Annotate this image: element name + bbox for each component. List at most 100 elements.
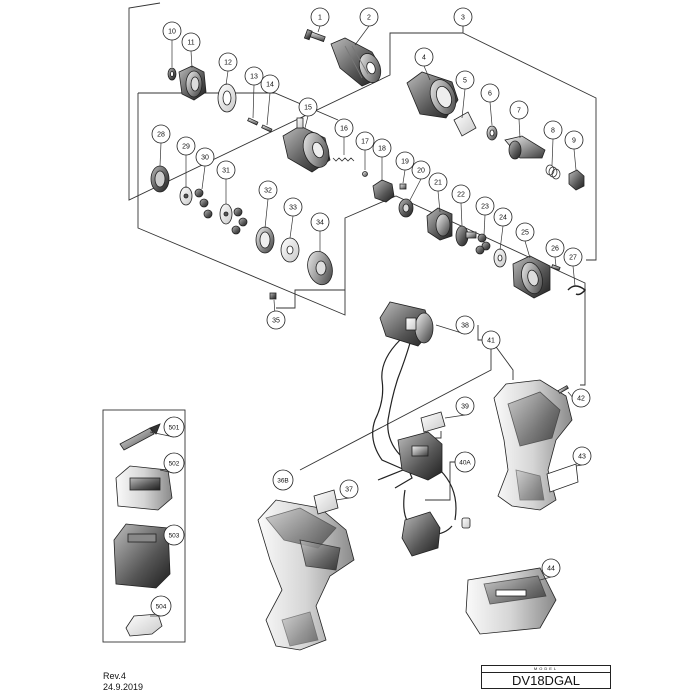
callout-label-29: 29 (182, 144, 190, 151)
callout-label-14: 14 (266, 82, 274, 89)
callout-10: 10 (162, 21, 182, 41)
callout-circle-11 (181, 32, 201, 52)
callout-label-4: 4 (422, 55, 426, 62)
callout-label-504: 504 (156, 604, 167, 611)
leader-line-2 (354, 25, 370, 46)
callout-circle-28 (151, 124, 171, 144)
callout-26: 26 (545, 238, 565, 258)
callout-31: 31 (216, 160, 236, 180)
callout-circle-15 (298, 97, 318, 117)
part-27-clip (567, 285, 587, 296)
part-41-housing-half (493, 379, 573, 511)
callout-label-39: 39 (461, 404, 469, 411)
leader-line-20 (409, 178, 422, 201)
callout-label-42: 42 (577, 396, 585, 403)
callout-circle-39 (455, 396, 475, 416)
callout-label-22: 22 (457, 192, 465, 199)
callout-37: 37 (339, 479, 359, 499)
callout-33: 33 (283, 197, 303, 217)
callout-label-2: 2 (367, 15, 371, 22)
callout-circle-22 (451, 184, 471, 204)
part-2-chuck (330, 37, 382, 87)
callout-circle-5 (455, 70, 475, 90)
part-28-seal (150, 165, 170, 193)
model-box: MODEL DV18DGAL (481, 665, 611, 689)
leader-line-27 (572, 265, 576, 287)
callout-label-26: 26 (551, 246, 559, 253)
callout-label-3: 3 (461, 15, 465, 22)
callout-circle-12 (218, 52, 238, 72)
callout-12: 12 (218, 52, 238, 72)
callout-label-33: 33 (289, 205, 297, 212)
part-33-washer (280, 237, 300, 263)
callout-circle-44 (541, 558, 561, 578)
callout-30: 30 (195, 147, 215, 167)
callout-circle-20 (411, 160, 431, 180)
part-18-carrier (372, 179, 395, 203)
callout-17: 17 (355, 131, 375, 151)
callout-circle-17 (355, 131, 375, 151)
callout-20: 20 (411, 160, 431, 180)
callout-label-41: 41 (487, 338, 495, 345)
accessory-box (102, 409, 186, 643)
leader-line-33 (289, 215, 294, 239)
part-39-pad (420, 411, 446, 433)
callout-circle-18 (372, 138, 392, 158)
callout-label-15: 15 (304, 105, 312, 112)
leader-line-37 (335, 497, 350, 501)
callout-label-16: 16 (340, 126, 348, 133)
part-22-carrier (455, 225, 477, 247)
callout-34: 34 (310, 212, 330, 232)
part-26-screw (551, 264, 561, 271)
leader-line-28 (159, 142, 162, 167)
callout-circle-1 (310, 7, 330, 27)
part-37-pad (313, 489, 339, 515)
leader-line-5 (461, 88, 466, 119)
part-38-dc-motor (379, 301, 434, 347)
leader-line-1 (317, 25, 321, 33)
callout-label-7: 7 (517, 108, 521, 115)
callout-circle-25 (515, 222, 535, 242)
callout-label-36B: 36B (277, 478, 289, 485)
model-divider (482, 672, 610, 673)
part-20-bearing (398, 198, 414, 218)
callout-label-28: 28 (157, 132, 165, 139)
callout-label-5: 5 (463, 78, 467, 85)
leader-line-22 (460, 202, 463, 227)
part-25-housing (512, 255, 551, 299)
callout-35: 35 (266, 310, 286, 330)
callout-label-43: 43 (578, 454, 586, 461)
part-15-gear-case (282, 117, 331, 173)
callout-circle-16 (334, 118, 354, 138)
callout-7: 7 (509, 100, 529, 120)
callout-label-503: 503 (169, 533, 180, 540)
model-caption: MODEL (533, 666, 559, 671)
callout-42: 42 (571, 388, 591, 408)
callout-1: 1 (310, 7, 330, 27)
callout-label-502: 502 (169, 461, 180, 468)
leader-line-24 (499, 225, 504, 251)
model-name: DV18DGAL (512, 673, 580, 688)
callout-43: 43 (572, 446, 592, 466)
callout-circle-24 (493, 207, 513, 227)
callout-9: 9 (564, 130, 584, 150)
part-17-ball (362, 171, 368, 177)
callout-circle-19 (395, 151, 415, 171)
leader-line-12 (225, 70, 229, 86)
revision-date: 24.9.2019 (103, 682, 144, 692)
callout-22: 22 (451, 184, 471, 204)
callout-2: 2 (359, 7, 379, 27)
callout-41: 41 (481, 330, 501, 350)
callout-circle-21 (428, 172, 448, 192)
callout-28: 28 (151, 124, 171, 144)
callout-circle-32 (258, 180, 278, 200)
callout-label-35: 35 (272, 318, 280, 325)
callout-label-44: 44 (547, 566, 555, 573)
callout-label-11: 11 (187, 40, 194, 47)
leader-line-23 (483, 214, 486, 236)
callout-14: 14 (260, 74, 280, 94)
callout-36B: 36B (272, 469, 294, 491)
leader-line-19 (402, 169, 406, 184)
part-4-clutch-dial (406, 71, 459, 119)
